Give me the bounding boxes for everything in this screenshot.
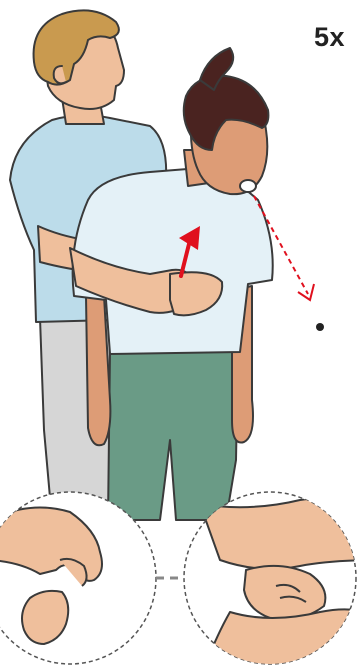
detail-upper-arm [200, 498, 361, 569]
repetition-count: 5x [314, 22, 345, 53]
victim-mouth [240, 180, 256, 192]
bullet-dot-icon [316, 323, 324, 331]
detail-circle-grip [184, 492, 361, 665]
victim-trousers [108, 350, 238, 520]
